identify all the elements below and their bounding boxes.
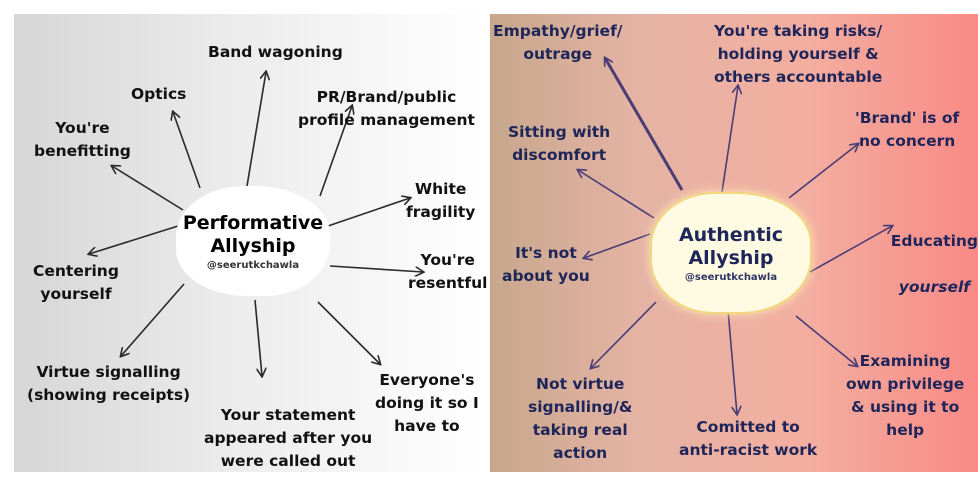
arrow-centering [89,225,179,254]
arrow-benefitting [112,166,184,211]
arrow-educating [809,226,892,273]
arrow-virtue-signalling [121,283,185,356]
arrow-sitting [578,170,655,219]
label-educating-line2: yourself [898,278,971,296]
label-not-about-you: It's not about you [502,244,590,285]
label-educating-line1: Educating [890,232,979,250]
label-centering: Centering yourself [33,262,119,303]
label-examining: Examining own privilege & using it to he… [846,352,965,439]
label-pr-brand: PR/Brand/public profile management [298,88,475,129]
arrow-band-wagoning [246,72,266,187]
label-empathy: Empathy/grief/ outrage [493,22,623,63]
arrow-pr-brand [319,106,352,197]
hub-title-line1: Performative [182,211,324,234]
authentic-allyship-hub: Authentic Allyship @seerutkchawla [650,192,812,314]
label-risks: You're taking risks/ holding yourself & … [714,22,883,86]
label-committed: Comitted to anti-racist work [679,418,818,459]
author-handle: @seerutkchawla [206,259,300,271]
performative-allyship-hub: Performative Allyship @seerutkchawla [176,186,330,296]
label-benefitting: You're benefitting [34,119,131,160]
arrow-statement [254,299,262,376]
label-not-virtue: Not virtue signalling/& taking real acti… [528,375,633,462]
arrow-not-virtue [591,301,657,368]
arrow-risks [721,86,738,193]
arrow-white-fragility [327,198,410,227]
author-handle: @seerutkchawla [684,271,778,283]
arrow-not-about-you [584,233,651,258]
arrow-examining [795,315,857,366]
arrow-everyone [317,301,380,364]
label-virtue-signalling: Virtue signalling (showing receipts) [27,363,191,404]
label-brand-no-concern: 'Brand' is of no concern [855,109,960,150]
hub-title-line2: Allyship [688,246,774,269]
hub-title-line2: Allyship [210,234,296,257]
hub-title-line1: Authentic [678,223,784,246]
label-everyone: Everyone's doing it so I have to [375,371,479,435]
arrow-optics [173,112,201,189]
label-band-wagoning: Band wagoning [208,43,343,61]
label-sitting: Sitting with discomfort [508,123,611,164]
arrow-committed [727,309,737,414]
label-statement: Your statement appeared after you were c… [204,406,373,470]
arrow-resentful [329,265,423,272]
label-white-fragility: White fragility [406,180,476,221]
label-optics: Optics [131,85,187,103]
arrow-empathy [605,58,684,191]
arrow-brand-no-concern [788,144,858,199]
label-resentful: You're resentful [408,251,488,292]
label-educating: Educating yourself [880,207,978,299]
